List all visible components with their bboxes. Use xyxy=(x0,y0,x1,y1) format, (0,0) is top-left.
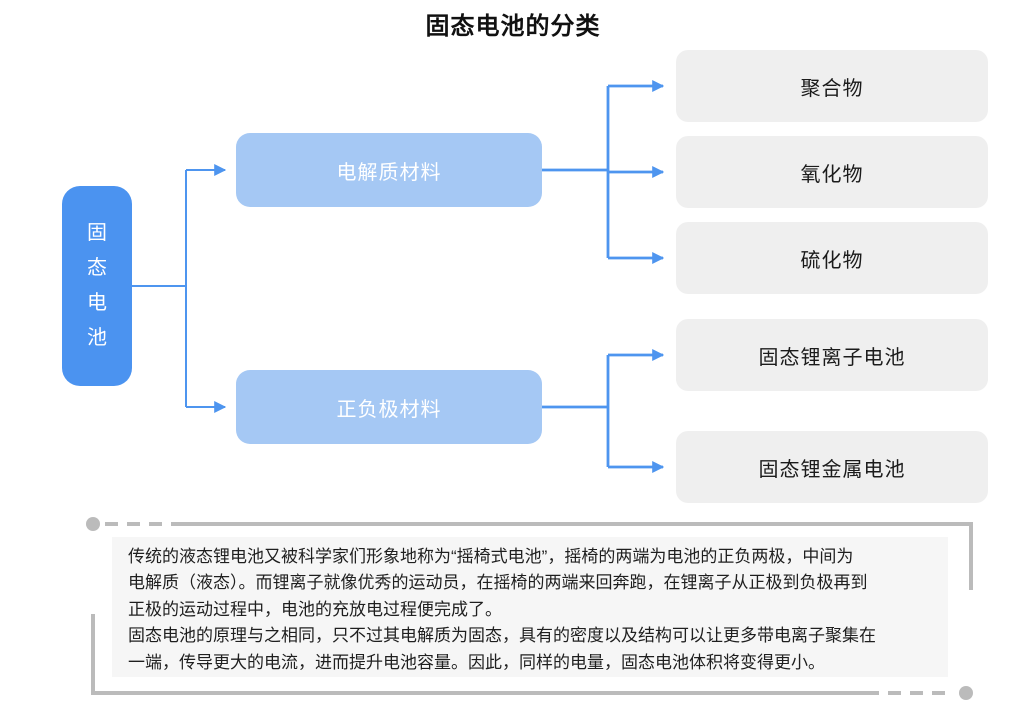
note-line: 电解质（液态）。而锂离子就像优秀的运动员，在摇椅的两端来回奔跑，在锂离子从正极到… xyxy=(128,573,868,593)
note-line: 固态电池的原理与之相同，只不过其电解质为固态，具有的密度以及结构可以让更多带电离… xyxy=(128,626,876,646)
branch2-leaf-connectors xyxy=(542,349,665,473)
leaf-node-label: 固态锂金属电池 xyxy=(758,458,906,481)
branch-node-electrolyte-materials: 电解质材料 xyxy=(236,133,542,207)
root-node-char: 固 xyxy=(87,222,107,244)
branch1-leaf-connectors xyxy=(542,80,665,264)
note-line: 正极的运动过程中，电池的充放电过程便完成了。 xyxy=(128,599,502,619)
branch-node-label: 电解质材料 xyxy=(336,161,442,184)
root-node-char: 态 xyxy=(87,257,107,279)
leaf-node-label: 氧化物 xyxy=(800,163,864,186)
root-node-char: 池 xyxy=(87,327,107,349)
root-branch-connectors xyxy=(132,164,227,413)
leaf-node-solid-state-li-ion-battery: 固态锂离子电池 xyxy=(676,319,988,391)
root-node-solid-state-battery: 固 态 电 池 xyxy=(62,186,132,386)
leaf-node-label: 固态锂离子电池 xyxy=(758,346,906,369)
note-line: 传统的液态锂电池又被科学家们形象地称为“摇椅式电池”，摇椅的两端为电池的正负两极… xyxy=(128,547,854,566)
root-node-char: 电 xyxy=(87,292,107,314)
note-panel: 传统的液态锂电池又被科学家们形象地称为“摇椅式电池”，摇椅的两端为电池的正负两极… xyxy=(112,537,948,677)
leaf-node-polymer: 聚合物 xyxy=(676,50,988,122)
leaf-node-sulfide: 硫化物 xyxy=(676,222,988,294)
note-line: 一端，传导更大的电流，进而提升电池容量。因此，同样的电量，固态电池体积将变得更小… xyxy=(128,652,825,672)
branch-node-electrode-materials: 正负极材料 xyxy=(236,370,542,444)
leaf-node-solid-state-li-metal-battery: 固态锂金属电池 xyxy=(676,431,988,503)
leaf-node-label: 聚合物 xyxy=(800,77,864,100)
page-title: 固态电池的分类 xyxy=(425,13,601,40)
leaf-node-oxide: 氧化物 xyxy=(676,136,988,208)
leaf-node-label: 硫化物 xyxy=(800,249,864,272)
branch-node-label: 正负极材料 xyxy=(336,398,442,421)
